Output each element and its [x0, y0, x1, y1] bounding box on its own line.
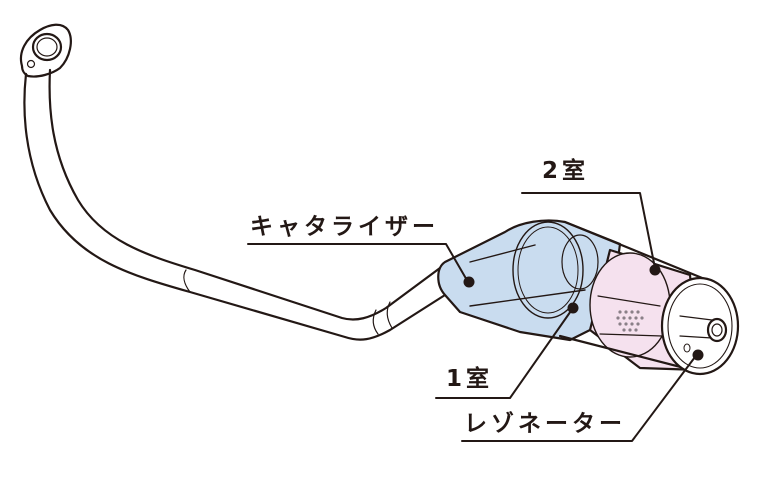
label-resonator: レゾネーター — [464, 411, 626, 437]
leader-lines — [247, 192, 699, 442]
resonator-endcap — [660, 276, 740, 376]
exhaust-pipe — [23, 68, 447, 341]
inlet-flange — [19, 23, 72, 78]
perforation-holes — [616, 310, 644, 332]
callout-dots — [463, 264, 704, 361]
label-chamber1: 1室 — [446, 366, 494, 392]
label-catalyzer: キャタライザー — [250, 214, 439, 240]
label-chamber2: 2室 — [542, 158, 590, 184]
